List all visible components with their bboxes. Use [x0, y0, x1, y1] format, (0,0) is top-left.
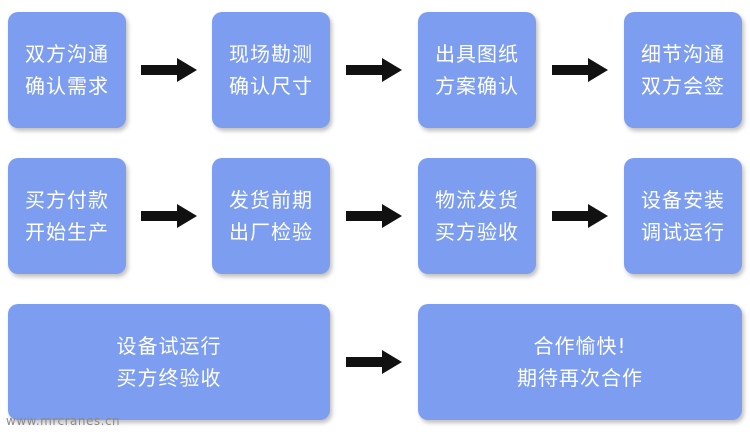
step-line-2: 方案确认 [435, 74, 519, 98]
step-line-1: 合作愉快! [533, 334, 627, 358]
step-details-sign: 细节沟通 双方会签 [624, 12, 742, 128]
arrow-right-icon [552, 204, 608, 228]
step-site-survey: 现场勘测 确认尺寸 [212, 12, 330, 128]
step-installation-commissioning: 设备安装 调试运行 [624, 158, 742, 274]
step-line-1: 双方沟通 [25, 42, 109, 66]
step-line-2: 开始生产 [25, 220, 109, 244]
watermark-text: www.mrcranes.cn [6, 414, 121, 428]
step-communicate-requirements: 双方沟通 确认需求 [8, 12, 126, 128]
step-line-2: 出厂检验 [229, 220, 313, 244]
arrow-right-icon [141, 204, 197, 228]
step-line-2: 双方会签 [641, 74, 725, 98]
step-line-1: 买方付款 [25, 188, 109, 212]
arrow-right-icon [346, 204, 402, 228]
step-line-1: 出具图纸 [435, 42, 519, 66]
step-line-1: 物流发货 [435, 188, 519, 212]
step-line-2: 确认需求 [25, 74, 109, 98]
step-line-2: 确认尺寸 [229, 74, 313, 98]
step-payment-production: 买方付款 开始生产 [8, 158, 126, 274]
step-drawings-plan: 出具图纸 方案确认 [418, 12, 536, 128]
arrow-right-icon [141, 58, 197, 82]
step-line-1: 现场勘测 [229, 42, 313, 66]
arrow-right-icon [346, 58, 402, 82]
step-line-2: 买方验收 [435, 220, 519, 244]
step-logistics-acceptance: 物流发货 买方验收 [418, 158, 536, 274]
step-line-1: 发货前期 [229, 188, 313, 212]
arrow-right-icon [552, 58, 608, 82]
step-happy-cooperation: 合作愉快! 期待再次合作 [418, 304, 742, 420]
arrow-right-icon [346, 350, 402, 374]
step-line-2: 买方终验收 [116, 366, 222, 390]
step-line-1: 设备安装 [641, 188, 725, 212]
step-line-1: 细节沟通 [641, 42, 725, 66]
step-line-1: 设备试运行 [116, 334, 222, 358]
step-factory-inspection: 发货前期 出厂检验 [212, 158, 330, 274]
step-line-2: 调试运行 [641, 220, 725, 244]
step-trial-run-final-acceptance: 设备试运行 买方终验收 [8, 304, 330, 420]
step-line-2: 期待再次合作 [517, 366, 643, 390]
